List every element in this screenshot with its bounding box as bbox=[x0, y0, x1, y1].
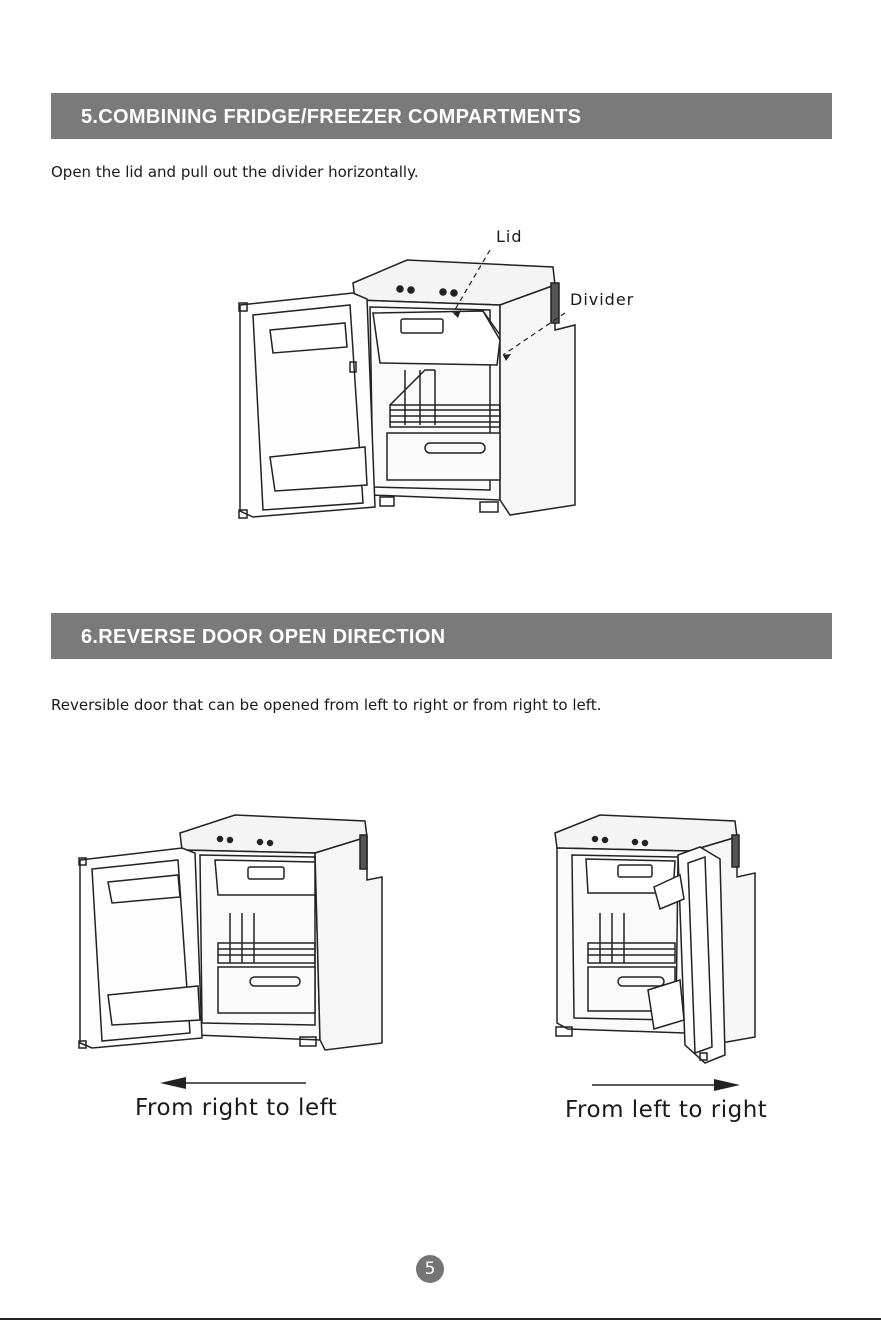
arrow-left-icon bbox=[160, 1076, 308, 1090]
arrow-right-icon bbox=[592, 1078, 740, 1092]
caption-right-to-left: From right to left bbox=[135, 1095, 337, 1121]
caption-left-to-right: From left to right bbox=[565, 1097, 767, 1123]
fridge-door-left-illustration bbox=[70, 815, 390, 1055]
section-5-heading: 5.COMBINING FRIDGE/FREEZER COMPARTMENTS bbox=[51, 93, 832, 139]
fridge-door-right-illustration bbox=[550, 815, 765, 1065]
section-6-heading: 6.REVERSE DOOR OPEN DIRECTION bbox=[51, 613, 832, 659]
bottom-rule bbox=[0, 1318, 881, 1320]
divider-label: Divider bbox=[570, 290, 634, 309]
section-6-instruction: Reversible door that can be opened from … bbox=[51, 696, 601, 714]
fridge-lid-divider-illustration bbox=[225, 255, 575, 530]
section-5-instruction: Open the lid and pull out the divider ho… bbox=[51, 163, 419, 181]
page-number-badge: 5 bbox=[416, 1255, 444, 1283]
lid-label: Lid bbox=[496, 227, 523, 246]
